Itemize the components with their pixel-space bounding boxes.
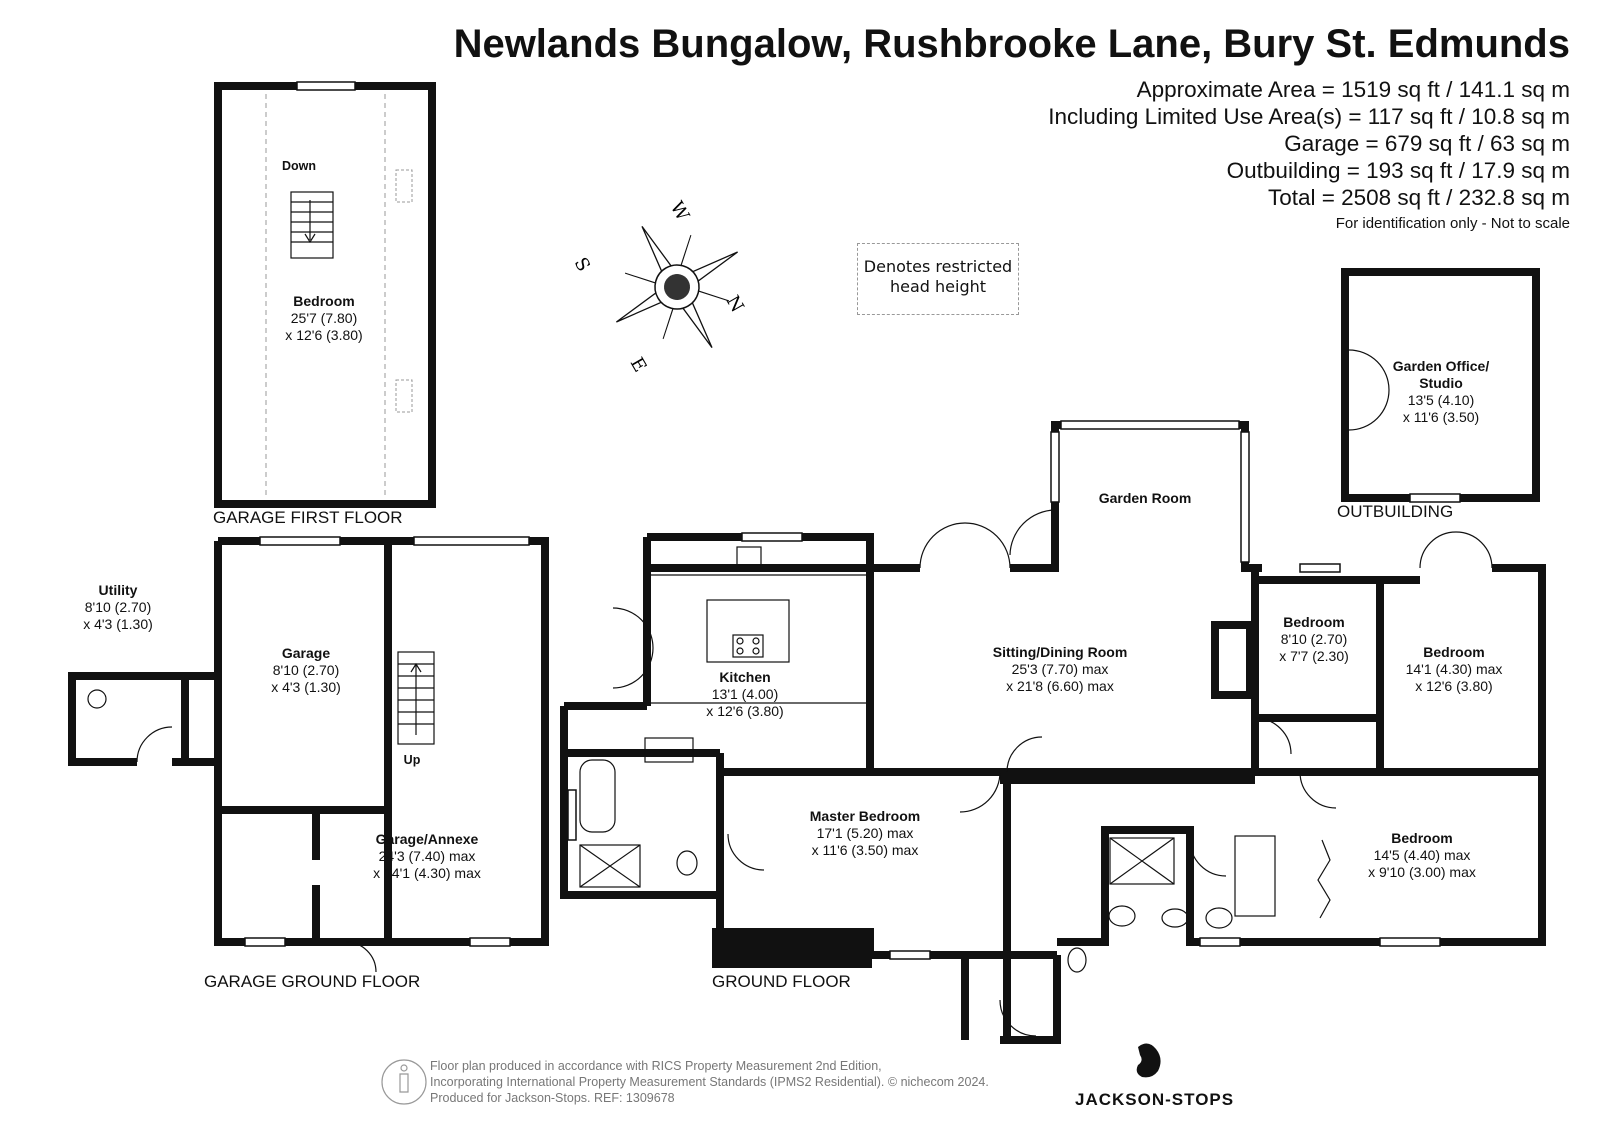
- area-outbuilding: Outbuilding = 193 sq ft / 17.9 sq m: [1226, 158, 1570, 183]
- stairs-down-label: Down: [281, 159, 317, 173]
- boiler: [87, 689, 107, 709]
- kitchen-sink: [736, 546, 762, 566]
- stairs-ground-floor: [397, 651, 435, 745]
- basin: [1108, 905, 1136, 927]
- window: [469, 937, 511, 947]
- ground-floor-walls: [560, 421, 1546, 1044]
- stairs-first-floor: [290, 191, 334, 259]
- door-swing: [1189, 839, 1227, 877]
- door-swing: [919, 522, 1011, 569]
- door-swing: [1299, 771, 1337, 809]
- door-swing: [1009, 509, 1056, 556]
- garage-ground-floor-walls: [214, 537, 549, 946]
- window: [244, 937, 286, 947]
- disclaimer: For identification only - Not to scale: [1335, 215, 1570, 232]
- window: [889, 950, 931, 960]
- room-garage-annexe: Garage/Annexe 24'3 (7.40) max x 14'1 (4.…: [373, 831, 481, 881]
- area-limited-use: Including Limited Use Area(s) = 117 sq f…: [1048, 104, 1570, 129]
- window: [1409, 493, 1461, 503]
- floor-label-garage-first: GARAGE FIRST FLOOR: [213, 508, 403, 527]
- window: [1299, 563, 1341, 573]
- door-swing: [345, 941, 377, 973]
- room-garden-room: Garden Room: [1098, 490, 1192, 506]
- restricted-solid-area: [712, 928, 872, 968]
- door-swing: [1006, 736, 1043, 773]
- door-swing: [727, 833, 765, 871]
- shower: [1109, 837, 1175, 885]
- hob: [732, 634, 764, 658]
- kitchen-island: [706, 599, 790, 663]
- window: [413, 536, 530, 546]
- compass: [615, 225, 739, 349]
- rics-icon: [381, 1059, 427, 1105]
- floor-label-ground: GROUND FLOOR: [712, 972, 851, 991]
- compass-s: S: [570, 254, 594, 275]
- compass-w: W: [666, 198, 694, 225]
- legend-line-2: head height: [889, 277, 987, 296]
- area-summary: Approximate Area = 1519 sq ft / 141.1 sq…: [1048, 76, 1570, 232]
- brand-name: JACKSON-STOPS: [1075, 1090, 1235, 1109]
- door-swing: [1254, 717, 1292, 755]
- door-swing: [1419, 531, 1493, 569]
- footer-ref: REF: 1309678: [593, 1091, 675, 1105]
- skylight: [395, 169, 413, 203]
- window: [1060, 420, 1240, 430]
- room-utility: Utility 8'10 (2.70) x 4'3 (1.30): [83, 582, 153, 632]
- toilet: [1161, 908, 1189, 928]
- jackson-stops-logo: [1136, 1043, 1161, 1078]
- door-swing: [959, 771, 1001, 813]
- door-swing: [999, 999, 1037, 1037]
- shower: [579, 844, 641, 888]
- door-swing: [1348, 349, 1390, 431]
- area-total: Total = 2508 sq ft / 232.8 sq m: [1267, 185, 1570, 210]
- window: [1379, 937, 1441, 947]
- basin: [644, 737, 694, 763]
- wardrobe: [1317, 839, 1331, 919]
- window: [1199, 937, 1241, 947]
- window: [296, 81, 356, 91]
- window: [1240, 431, 1250, 563]
- window: [1050, 431, 1060, 503]
- compass-n: N: [722, 292, 748, 316]
- room-bedroom-garage-first: Bedroom 25'7 (7.80) x 12'6 (3.80): [285, 293, 363, 343]
- footer-line-1: Floor plan produced in accordance with R…: [430, 1059, 882, 1073]
- bath: [1234, 835, 1276, 917]
- stairs-up-label: Up: [403, 753, 421, 767]
- footer-note: Floor plan produced in accordance with R…: [430, 1058, 989, 1106]
- floor-label-outbuilding: OUTBUILDING: [1337, 502, 1454, 521]
- window: [259, 536, 341, 546]
- footer-line-2: Incorporating International Property Mea…: [430, 1075, 989, 1089]
- room-bedroom-small: Bedroom 8'10 (2.70) x 7'7 (2.30): [1279, 614, 1349, 664]
- utility-walls: [68, 672, 218, 766]
- area-garage: Garage = 679 sq ft / 63 sq m: [1284, 131, 1570, 156]
- bath: [579, 759, 616, 833]
- page-title: Newlands Bungalow, Rushbrooke Lane, Bury…: [453, 22, 1570, 66]
- room-bedroom-right: Bedroom 14'1 (4.30) max x 12'6 (3.80): [1405, 644, 1503, 694]
- restricted-height-legend: Denotes restricted head height: [857, 243, 1019, 315]
- room-garage: Garage 8'10 (2.70) x 4'3 (1.30): [271, 645, 341, 695]
- toilet: [676, 850, 698, 876]
- compass-e: E: [626, 354, 651, 376]
- room-kitchen: Kitchen 13'1 (4.00) x 12'6 (3.80): [706, 669, 784, 719]
- door-swing: [612, 607, 654, 689]
- door-swing: [136, 726, 173, 763]
- legend-line-1: Denotes restricted: [863, 257, 1013, 276]
- room-bedroom-se: Bedroom 14'5 (4.40) max x 9'10 (3.00) ma…: [1368, 830, 1476, 880]
- footer-line-3: Produced for Jackson-Stops. REF: 1309678: [430, 1091, 675, 1105]
- area-approximate: Approximate Area = 1519 sq ft / 141.1 sq…: [1136, 77, 1570, 102]
- window: [567, 789, 577, 841]
- room-garden-office: Garden Office/ Studio 13'5 (4.10) x 11'6…: [1392, 358, 1490, 425]
- window: [741, 532, 803, 542]
- room-sitting-dining: Sitting/Dining Room 25'3 (7.70) max x 21…: [992, 644, 1128, 694]
- fireplace: [1211, 621, 1254, 699]
- toilet: [1067, 947, 1087, 973]
- floor-label-garage-ground: GARAGE GROUND FLOOR: [204, 972, 421, 991]
- footer-copyright: © nichecom 2024.: [887, 1075, 989, 1089]
- basin: [1205, 907, 1233, 929]
- room-master-bedroom: Master Bedroom 17'1 (5.20) max x 11'6 (3…: [809, 808, 921, 858]
- skylight: [395, 379, 413, 413]
